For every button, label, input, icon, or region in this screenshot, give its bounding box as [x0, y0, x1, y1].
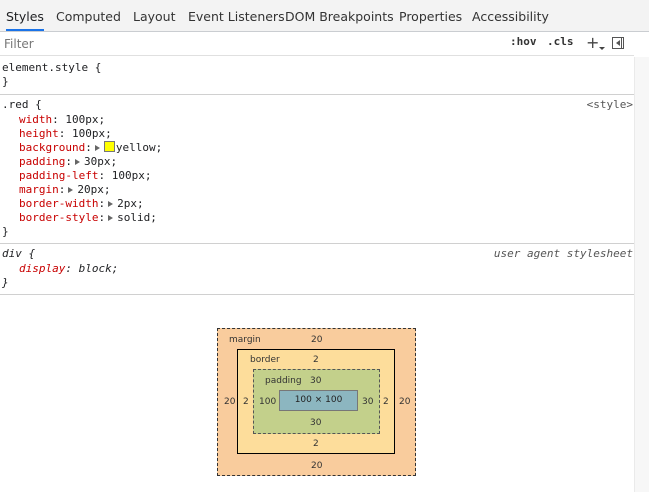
property-name[interactable]: padding [19, 155, 66, 168]
property-name[interactable]: margin [19, 183, 59, 196]
expand-triangle-icon[interactable] [68, 186, 74, 193]
sidebar-arrow-icon [616, 40, 620, 46]
declaration[interactable]: margin:20px; [19, 183, 111, 196]
declaration[interactable]: border-width:2px; [19, 197, 144, 210]
property-value[interactable]: 30px; [83, 155, 118, 168]
tab-accessibility[interactable]: Accessibility [472, 9, 549, 24]
margin-top-value[interactable]: 20 [311, 335, 323, 345]
box-model-content[interactable]: 100 × 100 [279, 390, 358, 411]
property-name[interactable]: background [19, 141, 86, 154]
closing-brace: } [2, 75, 9, 88]
padding-bottom-value[interactable]: 30 [310, 418, 322, 428]
margin-left-value[interactable]: 20 [224, 397, 236, 407]
tab-properties[interactable]: Properties [399, 9, 463, 24]
property-name[interactable]: border-width [19, 197, 99, 210]
property-value[interactable]: 20px; [77, 183, 111, 196]
property-value[interactable]: solid; [117, 211, 157, 224]
expand-triangle-icon[interactable] [74, 158, 80, 165]
property-value[interactable]: 2px; [117, 197, 144, 210]
closing-brace: } [2, 276, 9, 289]
border-label: border [250, 355, 280, 365]
border-top-value[interactable]: 2 [313, 355, 319, 365]
padding-label: padding [265, 376, 302, 386]
property-name[interactable]: width [19, 113, 53, 126]
new-style-rule-button[interactable]: + [586, 33, 599, 52]
source-link[interactable]: <style> [586, 98, 633, 111]
declaration[interactable]: padding-left: 100px; [19, 169, 152, 182]
property-value[interactable]: 100px; [111, 169, 152, 182]
declaration[interactable]: padding:30px; [19, 155, 118, 168]
panel-tabs: Styles Computed Layout Event Listeners D… [0, 0, 649, 32]
property-name[interactable]: padding-left [19, 169, 99, 182]
color-swatch[interactable] [103, 141, 115, 152]
vertical-scrollbar[interactable] [634, 57, 649, 492]
border-right-value[interactable]: 2 [383, 397, 389, 407]
rule-element-style: element.style { } [0, 57, 634, 95]
selector-element-style[interactable]: element.style { [2, 61, 102, 74]
tab-computed[interactable]: Computed [56, 9, 121, 24]
property-name[interactable]: display [19, 262, 66, 275]
filter-input[interactable] [4, 35, 494, 53]
declaration[interactable]: display: block; [19, 262, 119, 275]
tab-styles[interactable]: Styles [6, 0, 44, 31]
margin-right-value[interactable]: 20 [399, 397, 411, 407]
toggle-sidebar-button[interactable] [612, 37, 624, 49]
expand-triangle-icon[interactable] [94, 144, 100, 151]
margin-label: margin [229, 335, 261, 345]
styles-toolbar: :hov .cls + [0, 32, 634, 56]
property-value[interactable]: 100px; [72, 127, 112, 140]
declaration[interactable]: border-style:solid; [19, 211, 157, 224]
source-user-agent: user agent stylesheet [493, 247, 633, 260]
tab-layout[interactable]: Layout [133, 9, 176, 24]
expand-triangle-icon[interactable] [108, 214, 114, 221]
tab-event-listeners[interactable]: Event Listeners [188, 9, 285, 24]
dropdown-triangle-icon[interactable] [599, 47, 605, 50]
rule-div-user-agent: div { user agent stylesheet display: blo… [0, 244, 634, 295]
hov-button[interactable]: :hov [510, 35, 537, 48]
border-left-value[interactable]: 2 [243, 397, 249, 407]
rule-red: .red { <style> width: 100px; height: 100… [0, 95, 634, 244]
declaration[interactable]: width: 100px; [19, 113, 106, 126]
expand-triangle-icon[interactable] [108, 200, 114, 207]
tab-dom-breakpoints[interactable]: DOM Breakpoints [285, 9, 394, 24]
box-model-diagram: 100 × 100 margin 20 20 20 20 border 2 2 … [217, 328, 416, 476]
padding-right-value[interactable]: 30 [362, 397, 374, 407]
property-value[interactable]: block; [78, 262, 119, 275]
sidebar-bar-icon [621, 38, 622, 48]
declaration[interactable]: background:yellow; [19, 141, 163, 154]
border-bottom-value[interactable]: 2 [313, 439, 319, 449]
property-name[interactable]: border-style [19, 211, 99, 224]
selector-div[interactable]: div { [2, 247, 36, 260]
property-name[interactable]: height [19, 127, 59, 140]
plus-icon: + [586, 33, 600, 52]
closing-brace: } [2, 225, 9, 238]
padding-top-value[interactable]: 30 [310, 376, 322, 386]
padding-left-value[interactable]: 100 [259, 397, 277, 407]
margin-bottom-value[interactable]: 20 [311, 461, 323, 471]
cls-button[interactable]: .cls [547, 35, 574, 48]
declaration[interactable]: height: 100px; [19, 127, 112, 140]
property-value[interactable]: yellow; [115, 141, 163, 154]
property-value[interactable]: 100px; [65, 113, 106, 126]
selector-red[interactable]: .red { [2, 98, 42, 111]
